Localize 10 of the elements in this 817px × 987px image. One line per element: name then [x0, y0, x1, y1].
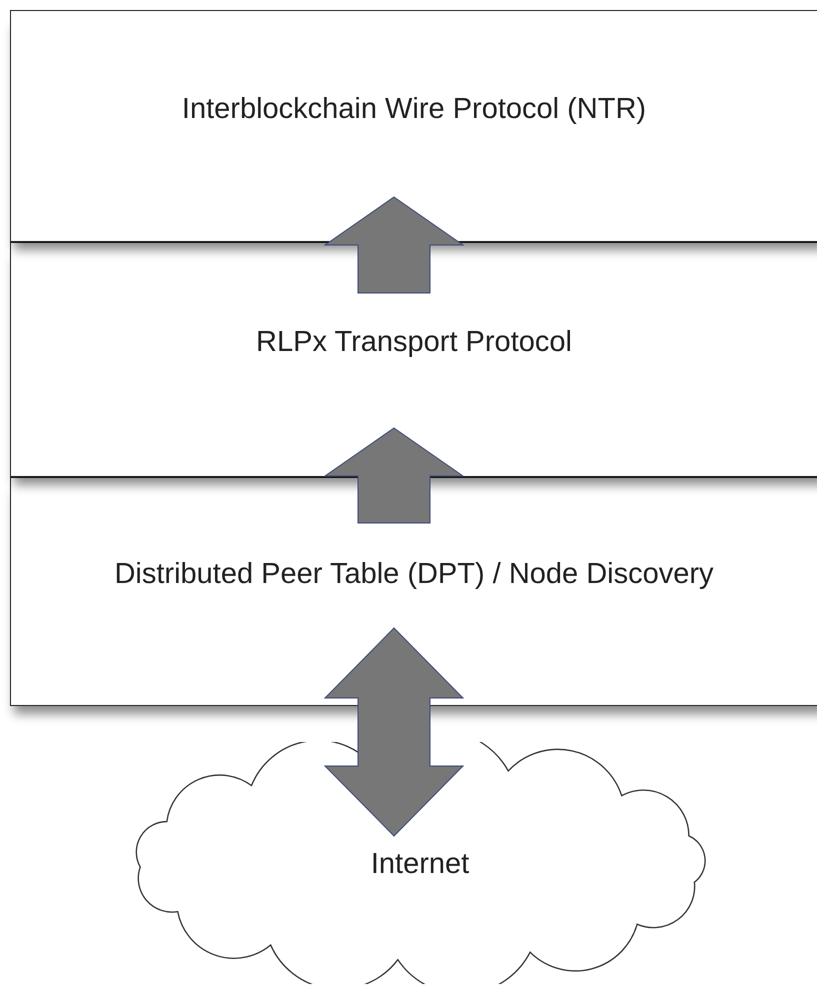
layer-label: Distributed Peer Table (DPT) / Node Discovery — [113, 558, 715, 591]
layer-label: Interblockchain Wire Protocol (NTR) — [180, 93, 648, 126]
block-arrow — [323, 196, 465, 294]
layer-label: RLPx Transport Protocol — [255, 326, 573, 359]
layer-box — [10, 242, 817, 477]
layer-box — [10, 10, 817, 242]
layer-box — [10, 477, 817, 706]
double-block-arrow — [324, 627, 464, 837]
block-arrow — [323, 427, 465, 524]
cloud-label: Internet — [370, 848, 470, 881]
